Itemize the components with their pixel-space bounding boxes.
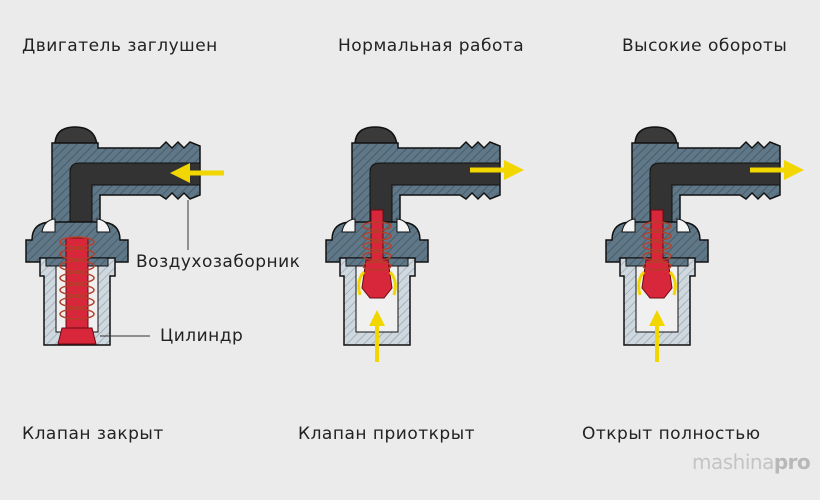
state-open: Открыт полностью	[582, 424, 761, 444]
state-partial: Клапан приоткрыт	[298, 424, 476, 444]
callout-cylinder: Цилиндр	[160, 326, 244, 346]
title-high-rpm: Высокие обороты	[622, 36, 788, 56]
valve-partial	[325, 126, 524, 362]
title-normal: Нормальная работа	[338, 36, 525, 56]
callout-air-intake: Воздухозаборник	[136, 252, 301, 272]
valve-open	[605, 126, 804, 362]
state-closed: Клапан закрыт	[22, 424, 164, 444]
valve-closed	[25, 126, 224, 346]
watermark-logo: mashinapro	[692, 450, 811, 474]
title-engine-off: Двигатель заглушен	[22, 36, 218, 56]
